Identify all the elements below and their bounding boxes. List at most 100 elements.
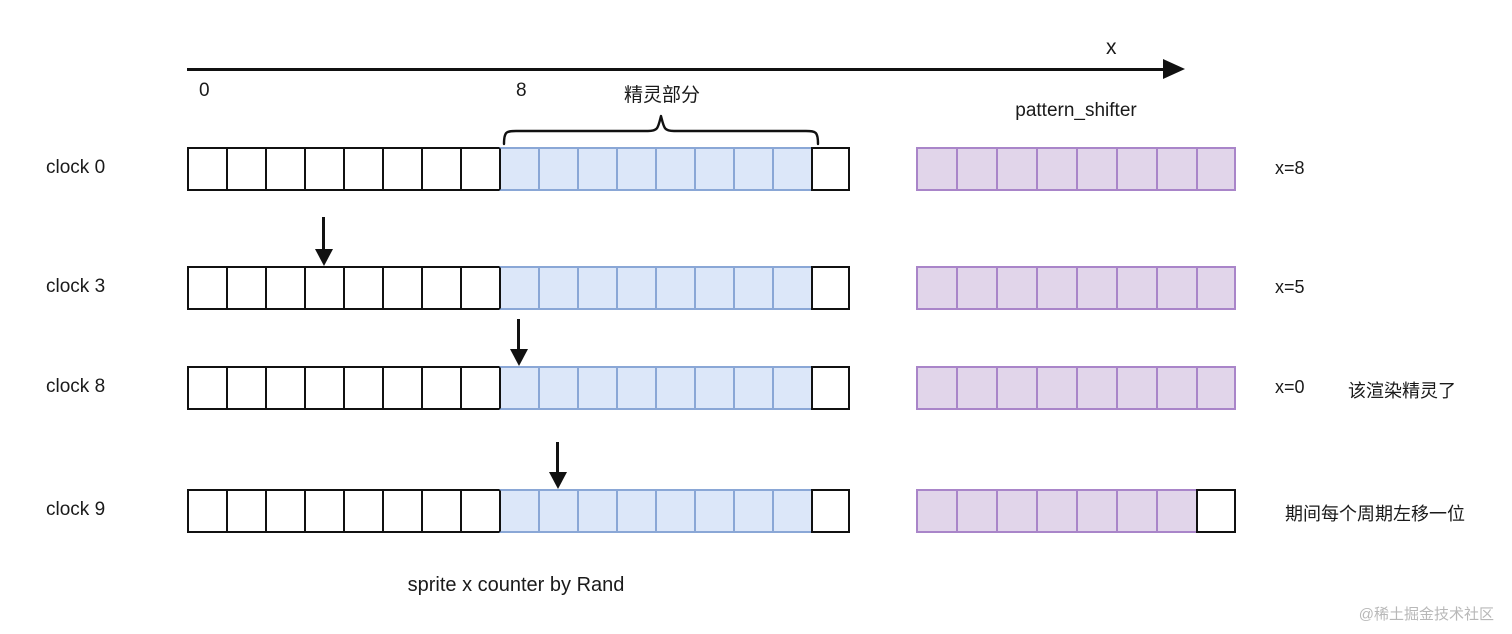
- sprite-pixel-cell: [499, 147, 538, 191]
- shifter-empty-cell: [1196, 489, 1236, 533]
- clock-row-label: clock 9: [46, 499, 106, 520]
- background-pixel-cell: [265, 366, 304, 410]
- shifter-filled-cell: [996, 489, 1036, 533]
- background-pixel-cell: [304, 266, 343, 310]
- shifter-filled-cell: [1116, 266, 1156, 310]
- shifter-filled-cell: [1196, 366, 1236, 410]
- pattern-shifter-strip: [916, 147, 1236, 191]
- background-pixel-cell: [187, 366, 226, 410]
- shifter-filled-cell: [956, 489, 996, 533]
- sprite-pixel-cell: [577, 147, 616, 191]
- sprite-pixel-cell: [616, 147, 655, 191]
- sprite-pixel-cell: [538, 366, 577, 410]
- sprite-pixel-cell: [616, 489, 655, 533]
- axis-tick-0: 0: [199, 80, 210, 101]
- clock-row: clock 8 x=0 该渲染精灵了: [0, 319, 1512, 410]
- shifter-filled-cell: [1116, 366, 1156, 410]
- shifter-filled-cell: [956, 366, 996, 410]
- background-pixel-cell: [811, 266, 850, 310]
- shifter-filled-cell: [1196, 147, 1236, 191]
- shifter-filled-cell: [916, 147, 956, 191]
- sprite-pixel-cell: [772, 366, 811, 410]
- sprite-pixel-cell: [655, 489, 694, 533]
- sprite-pixel-cell: [538, 489, 577, 533]
- sprite-pixel-cell: [577, 366, 616, 410]
- sprite-pixel-cell: [655, 366, 694, 410]
- scanline-strip: [187, 147, 850, 191]
- shifter-filled-cell: [996, 266, 1036, 310]
- scanline-strip: [187, 489, 850, 533]
- background-pixel-cell: [460, 489, 499, 533]
- background-pixel-cell: [460, 147, 499, 191]
- background-pixel-cell: [226, 147, 265, 191]
- pointer-head: [548, 472, 567, 489]
- shifter-filled-cell: [1116, 489, 1156, 533]
- background-pixel-cell: [265, 266, 304, 310]
- background-pixel-cell: [343, 147, 382, 191]
- pointer-shaft: [321, 217, 325, 249]
- clock-row-label: clock 8: [46, 376, 106, 397]
- sprite-pixel-cell: [499, 266, 538, 310]
- background-pixel-cell: [421, 266, 460, 310]
- row-annotation: 该渲染精灵了: [1348, 381, 1456, 401]
- background-pixel-cell: [304, 489, 343, 533]
- sprite-pixel-cell: [499, 489, 538, 533]
- background-pixel-cell: [421, 147, 460, 191]
- sprite-part-brace-icon: [502, 114, 820, 146]
- sprite-pixel-cell: [538, 266, 577, 310]
- background-pixel-cell: [382, 147, 421, 191]
- pointer-head: [314, 249, 333, 266]
- pointer-head: [509, 349, 528, 366]
- shifter-filled-cell: [956, 147, 996, 191]
- sprite-pixel-cell: [733, 147, 772, 191]
- background-pixel-cell: [460, 366, 499, 410]
- background-pixel-cell: [265, 489, 304, 533]
- shifter-filled-cell: [1076, 489, 1116, 533]
- pattern-shifter-title: pattern_shifter: [1015, 100, 1137, 121]
- row-annotation: 期间每个周期左移一位: [1285, 504, 1465, 524]
- shifter-filled-cell: [1036, 366, 1076, 410]
- background-pixel-cell: [187, 147, 226, 191]
- sprite-pixel-cell: [694, 266, 733, 310]
- background-pixel-cell: [421, 366, 460, 410]
- sprite-pixel-cell: [655, 266, 694, 310]
- shifter-filled-cell: [916, 489, 956, 533]
- background-pixel-cell: [382, 366, 421, 410]
- shifter-filled-cell: [1116, 147, 1156, 191]
- sprite-pixel-cell: [616, 266, 655, 310]
- background-pixel-cell: [304, 366, 343, 410]
- background-pixel-cell: [343, 266, 382, 310]
- watermark: @稀土掘金技术社区: [1358, 606, 1494, 623]
- shifter-filled-cell: [996, 366, 1036, 410]
- background-pixel-cell: [811, 489, 850, 533]
- sprite-pixel-cell: [616, 366, 655, 410]
- background-pixel-cell: [382, 489, 421, 533]
- shifter-filled-cell: [1156, 489, 1196, 533]
- clock-row-label: clock 0: [46, 157, 106, 178]
- diagram-caption: sprite x counter by Rand: [0, 574, 1512, 597]
- sprite-pixel-cell: [694, 147, 733, 191]
- x-axis-arrowhead-icon: [1163, 59, 1185, 79]
- sprite-x-counter-value: x=8: [1275, 158, 1305, 178]
- shifter-filled-cell: [1156, 147, 1196, 191]
- shifter-filled-cell: [1036, 489, 1076, 533]
- x-axis-label: x: [1106, 36, 1117, 59]
- background-pixel-cell: [343, 489, 382, 533]
- axis-tick-8: 8: [516, 80, 527, 101]
- pattern-shifter-strip: [916, 366, 1236, 410]
- background-pixel-cell: [187, 266, 226, 310]
- background-pixel-cell: [265, 147, 304, 191]
- sprite-pixel-cell: [577, 489, 616, 533]
- shifter-filled-cell: [1196, 266, 1236, 310]
- shifter-filled-cell: [1036, 266, 1076, 310]
- sprite-pixel-cell: [733, 266, 772, 310]
- sprite-pixel-cell: [655, 147, 694, 191]
- sprite-pixel-cell: [538, 147, 577, 191]
- sprite-x-counter-value: x=5: [1275, 277, 1305, 297]
- shifter-filled-cell: [996, 147, 1036, 191]
- shifter-filled-cell: [1156, 366, 1196, 410]
- sprite-x-counter-value: x=0: [1275, 377, 1305, 397]
- sprite-pixel-cell: [772, 266, 811, 310]
